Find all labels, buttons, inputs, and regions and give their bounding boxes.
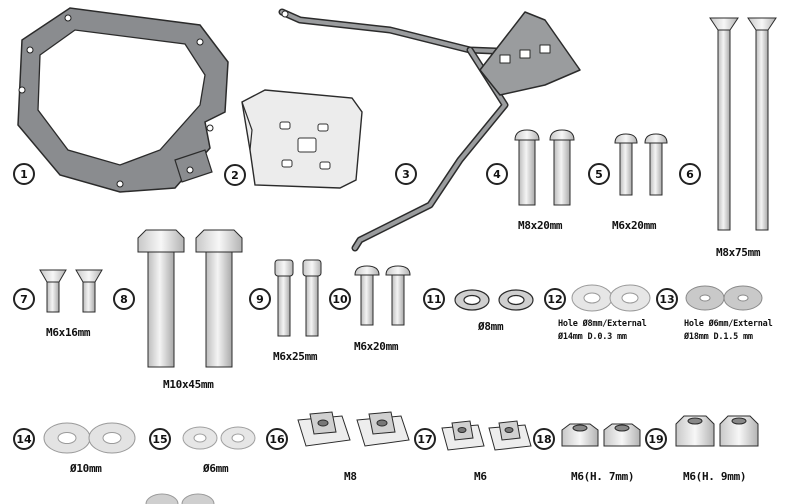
part-number-18: 18 bbox=[533, 428, 555, 450]
part-label-12-detail: Ø14mm D.0.3 mm bbox=[558, 332, 627, 342]
part-14-washers bbox=[43, 422, 136, 454]
part-label-17: M6 bbox=[474, 470, 487, 483]
part-label-14: Ø10mm bbox=[70, 462, 102, 475]
part-19-nuts bbox=[675, 415, 759, 447]
part-12-washers bbox=[571, 284, 651, 312]
part-number-3: 3 bbox=[395, 163, 417, 185]
part-label-11: Ø8mm bbox=[478, 320, 504, 333]
part-label-9: M6x25mm bbox=[273, 350, 318, 363]
part-number-6: 6 bbox=[679, 163, 701, 185]
part-number-15: 15 bbox=[149, 428, 171, 450]
part-number-1: 1 bbox=[13, 163, 35, 185]
part-number-16: 16 bbox=[266, 428, 288, 450]
part-number-19: 19 bbox=[645, 428, 667, 450]
part-label-7: M6x16mm bbox=[46, 326, 91, 339]
part-7-bolts bbox=[39, 269, 103, 313]
part-label-6: M8x75mm bbox=[716, 246, 761, 259]
part-label-18: M6(H. 7mm) bbox=[571, 470, 635, 483]
part-label-13: Hole Ø6mm/External bbox=[684, 319, 773, 329]
part-label-13-detail: Ø18mm D.1.5 mm bbox=[684, 332, 753, 342]
part-6-bolts bbox=[709, 17, 777, 231]
part-number-17: 17 bbox=[414, 428, 436, 450]
part-number-9: 9 bbox=[249, 288, 271, 310]
part-number-5: 5 bbox=[588, 163, 610, 185]
part-label-15: Ø6mm bbox=[203, 462, 229, 475]
part-label-8: M10x45mm bbox=[163, 378, 214, 391]
part-16-cage-nuts bbox=[297, 411, 410, 447]
part-number-2: 2 bbox=[224, 164, 246, 186]
part-label-10: M6x20mm bbox=[354, 340, 399, 353]
part-5-bolts bbox=[614, 133, 668, 196]
part-13-washers bbox=[685, 285, 763, 311]
part-number-11: 11 bbox=[423, 288, 445, 310]
part-label-16: M8 bbox=[344, 470, 357, 483]
part-4-bolts bbox=[514, 129, 575, 206]
part-11-washers bbox=[454, 289, 534, 311]
part-number-8: 8 bbox=[113, 288, 135, 310]
part-number-12: 12 bbox=[544, 288, 566, 310]
part-8-bolts bbox=[137, 229, 243, 368]
part-3-frame bbox=[278, 8, 581, 252]
part-label-19: M6(H. 9mm) bbox=[683, 470, 747, 483]
part-label-12: Hole Ø8mm/External bbox=[558, 319, 647, 329]
part-9-bolts bbox=[274, 259, 322, 337]
part-10-bolts bbox=[354, 265, 411, 326]
part-1-mounting-plate bbox=[17, 7, 229, 193]
part-2-bracket bbox=[241, 89, 363, 189]
partial-washers-bottom bbox=[145, 493, 215, 504]
part-number-14: 14 bbox=[13, 428, 35, 450]
part-15-washers bbox=[182, 426, 256, 450]
part-number-4: 4 bbox=[486, 163, 508, 185]
part-number-7: 7 bbox=[13, 288, 35, 310]
part-17-cage-nuts bbox=[441, 420, 532, 451]
part-label-5: M6x20mm bbox=[612, 219, 657, 232]
part-number-13: 13 bbox=[656, 288, 678, 310]
part-number-10: 10 bbox=[329, 288, 351, 310]
part-18-nuts bbox=[561, 423, 641, 447]
part-label-4: M8x20mm bbox=[518, 219, 563, 232]
